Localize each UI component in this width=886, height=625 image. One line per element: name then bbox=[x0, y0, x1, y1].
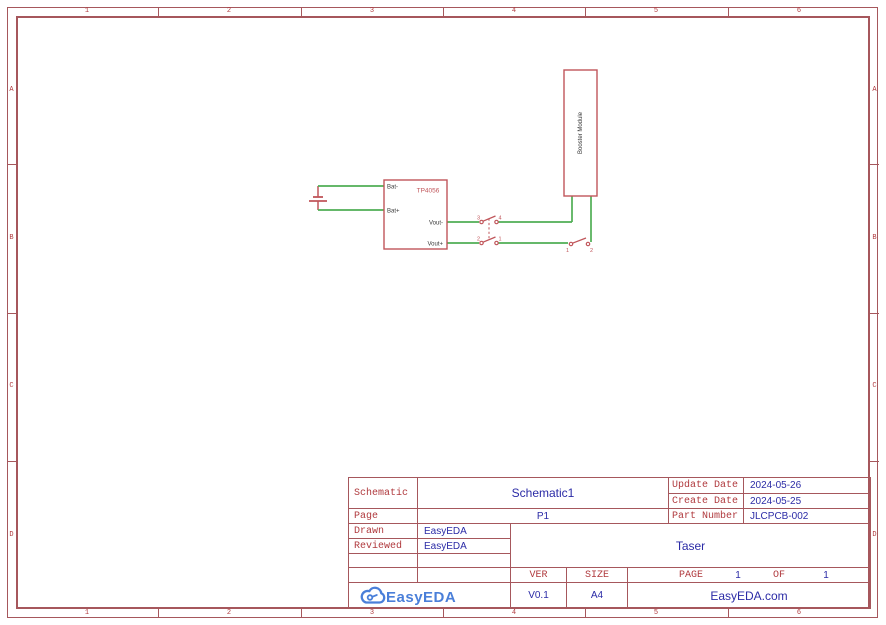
frame-tick bbox=[301, 7, 302, 16]
page-label-cell: Page bbox=[348, 508, 417, 523]
reviewed-label-cell: Reviewed bbox=[348, 538, 417, 553]
row-label-right: B bbox=[872, 234, 877, 242]
battery-symbol[interactable] bbox=[309, 186, 327, 210]
main-switch-pin4: 4 bbox=[499, 216, 502, 222]
reviewed-value-cell[interactable]: EasyEDA bbox=[417, 538, 510, 553]
page-value-cell[interactable]: P1 bbox=[417, 508, 668, 523]
create-date-value[interactable]: 2024-05-25 bbox=[743, 493, 870, 508]
trigger-switch-pin2: 2 bbox=[590, 248, 593, 254]
title-block: Schematic Schematic1 Update Date 2024-05… bbox=[348, 477, 871, 609]
booster-module-label: Booster Module bbox=[578, 111, 584, 154]
frame-tick bbox=[7, 461, 16, 462]
blank-cell bbox=[417, 553, 510, 567]
wires bbox=[318, 185, 592, 244]
tp4056-pin-bat-plus: Bat+ bbox=[387, 209, 400, 215]
blank-cell bbox=[348, 567, 417, 582]
main-power-switch[interactable]: 3 4 2 1 bbox=[477, 215, 502, 246]
size-label-cell: SIZE bbox=[566, 567, 627, 582]
drawn-label-cell: Drawn bbox=[348, 523, 417, 538]
size-value-cell[interactable]: A4 bbox=[566, 582, 627, 608]
column-label-top: 6 bbox=[796, 7, 802, 15]
tp4056-module[interactable]: TP4056 Bat- Bat+ Vout- Vout+ bbox=[383, 179, 448, 250]
page-of-cell: PAGE 1 OF 1 bbox=[627, 567, 870, 582]
ver-value-cell[interactable]: V0.1 bbox=[510, 582, 566, 608]
frame-tick bbox=[443, 7, 444, 16]
row-label-left: B bbox=[9, 234, 14, 242]
frame-tick bbox=[585, 609, 586, 618]
main-switch-pin3: 3 bbox=[477, 216, 480, 222]
trigger-switch[interactable]: 1 2 bbox=[566, 237, 593, 254]
column-label-top: 4 bbox=[511, 7, 517, 15]
row-label-left: A bbox=[9, 86, 14, 94]
frame-tick bbox=[443, 609, 444, 618]
column-label-top: 2 bbox=[226, 7, 232, 15]
frame-tick bbox=[870, 164, 879, 165]
schematic-name-cell[interactable]: Schematic1 bbox=[417, 477, 668, 508]
row-label-right: D bbox=[872, 531, 877, 539]
frame-tick bbox=[585, 7, 586, 16]
column-label-bottom: 2 bbox=[226, 609, 232, 617]
of-word: OF bbox=[772, 569, 785, 581]
main-switch-pin2: 2 bbox=[477, 237, 480, 243]
blank-cell bbox=[348, 553, 417, 567]
column-label-bottom: 4 bbox=[511, 609, 517, 617]
part-number-value[interactable]: JLCPCB-002 bbox=[743, 508, 870, 523]
part-number-label: Part Number bbox=[668, 508, 743, 523]
column-label-bottom: 3 bbox=[369, 609, 375, 617]
schematic-canvas: TP4056 Bat- Bat+ Vout- Vout+ 3 4 2 1 1 bbox=[309, 69, 598, 254]
column-label-top: 5 bbox=[653, 7, 659, 15]
sheet-outer-border bbox=[7, 7, 878, 618]
blank-cell bbox=[417, 567, 510, 582]
frame-tick bbox=[158, 609, 159, 618]
update-date-label: Update Date bbox=[668, 477, 743, 493]
schematic-label-cell: Schematic bbox=[348, 477, 417, 508]
frame-tick bbox=[870, 461, 879, 462]
cloud-icon bbox=[360, 586, 385, 604]
logo-text: EasyEDA bbox=[386, 589, 456, 606]
tp4056-pin-vout-plus: Vout+ bbox=[427, 242, 443, 248]
frame-tick bbox=[7, 164, 16, 165]
row-label-left: D bbox=[9, 531, 14, 539]
trigger-switch-pin1: 1 bbox=[566, 248, 569, 254]
frame-tick bbox=[870, 313, 879, 314]
tp4056-pin-bat-minus: Bat- bbox=[387, 185, 398, 191]
row-label-right: C bbox=[872, 382, 877, 390]
page-total[interactable]: 1 bbox=[823, 569, 829, 581]
logo-cell: EasyEDA bbox=[348, 582, 510, 608]
booster-module[interactable]: Booster Module bbox=[563, 69, 598, 197]
frame-tick bbox=[158, 7, 159, 16]
column-label-top: 3 bbox=[369, 7, 375, 15]
page-word: PAGE bbox=[678, 569, 703, 581]
website-cell[interactable]: EasyEDA.com bbox=[627, 582, 870, 608]
frame-tick bbox=[728, 7, 729, 16]
column-label-top: 1 bbox=[84, 7, 90, 15]
tp4056-pin-vout-minus: Vout- bbox=[429, 221, 443, 227]
ver-label-cell: VER bbox=[510, 567, 566, 582]
column-label-bottom: 5 bbox=[653, 609, 659, 617]
frame-tick bbox=[728, 609, 729, 618]
tp4056-label: TP4056 bbox=[417, 188, 440, 195]
frame-tick bbox=[301, 609, 302, 618]
drawn-value-cell[interactable]: EasyEDA bbox=[417, 523, 510, 538]
row-label-right: A bbox=[872, 86, 877, 94]
column-label-bottom: 1 bbox=[84, 609, 90, 617]
column-label-bottom: 6 bbox=[796, 609, 802, 617]
frame-tick bbox=[7, 313, 16, 314]
main-switch-pin1: 1 bbox=[499, 237, 502, 243]
create-date-label: Create Date bbox=[668, 493, 743, 508]
update-date-value[interactable]: 2024-05-26 bbox=[743, 477, 870, 493]
easyeda-logo: EasyEDA bbox=[360, 586, 456, 606]
page-number[interactable]: 1 bbox=[735, 569, 741, 581]
row-label-left: C bbox=[9, 382, 14, 390]
sheet-title-cell[interactable]: Taser bbox=[510, 523, 870, 567]
